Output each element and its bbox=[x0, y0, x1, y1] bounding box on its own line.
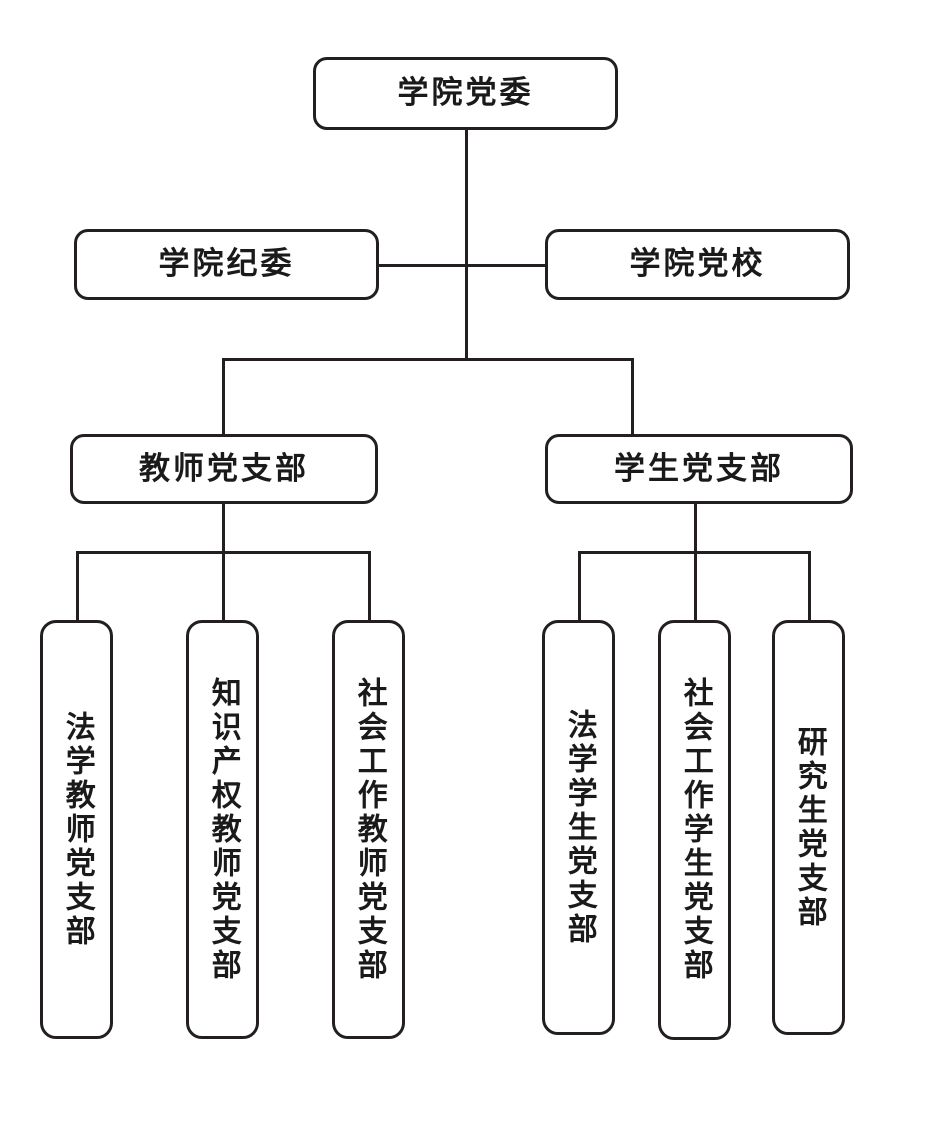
node-teacher-branch[interactable]: 教师党支部 bbox=[70, 434, 378, 504]
connector-teacher-drop bbox=[222, 504, 225, 622]
connector-to-teacher-branch bbox=[222, 358, 225, 434]
node-law-teacher-branch-label: 法学教师党支部 bbox=[59, 710, 95, 949]
node-graduate-student-branch-label: 研究生党支部 bbox=[791, 725, 827, 930]
connector-teacher-leaf-3 bbox=[368, 551, 371, 622]
node-social-work-teacher-branch-label: 社会工作教师党支部 bbox=[351, 676, 387, 983]
node-law-student-branch-label: 法学学生党支部 bbox=[561, 708, 597, 947]
node-ip-teacher-branch-label: 知识产权教师党支部 bbox=[205, 676, 241, 983]
node-teacher-branch-label: 教师党支部 bbox=[139, 450, 309, 487]
connector-student-leaf-1 bbox=[578, 551, 581, 622]
node-law-teacher-branch[interactable]: 法学教师党支部 bbox=[40, 620, 113, 1039]
node-root[interactable]: 学院党委 bbox=[313, 57, 618, 130]
node-student-branch[interactable]: 学生党支部 bbox=[545, 434, 853, 504]
node-graduate-student-branch[interactable]: 研究生党支部 bbox=[772, 620, 845, 1035]
node-party-school-label: 学院党校 bbox=[629, 246, 766, 282]
connector-level3-bar bbox=[222, 358, 634, 361]
node-party-school[interactable]: 学院党校 bbox=[545, 229, 850, 300]
connector-teacher-bar bbox=[76, 551, 371, 554]
node-discipline-committee-label: 学院纪委 bbox=[158, 246, 295, 282]
node-social-work-student-branch-label: 社会工作学生党支部 bbox=[677, 677, 713, 983]
node-ip-teacher-branch[interactable]: 知识产权教师党支部 bbox=[186, 620, 259, 1039]
connector-to-student-branch bbox=[631, 358, 634, 434]
node-social-work-student-branch[interactable]: 社会工作学生党支部 bbox=[658, 620, 731, 1040]
node-law-student-branch[interactable]: 法学学生党支部 bbox=[542, 620, 615, 1035]
node-social-work-teacher-branch[interactable]: 社会工作教师党支部 bbox=[332, 620, 405, 1039]
node-student-branch-label: 学生党支部 bbox=[614, 450, 784, 487]
connector-teacher-leaf-1 bbox=[76, 551, 79, 622]
node-root-label: 学院党委 bbox=[397, 75, 534, 111]
connector-student-drop bbox=[694, 504, 697, 622]
connector-level2-crossbar bbox=[379, 264, 546, 267]
connector-student-bar bbox=[578, 551, 811, 554]
connector-root-trunk bbox=[465, 130, 468, 360]
connector-student-leaf-3 bbox=[808, 551, 811, 622]
node-discipline-committee[interactable]: 学院纪委 bbox=[74, 229, 379, 300]
